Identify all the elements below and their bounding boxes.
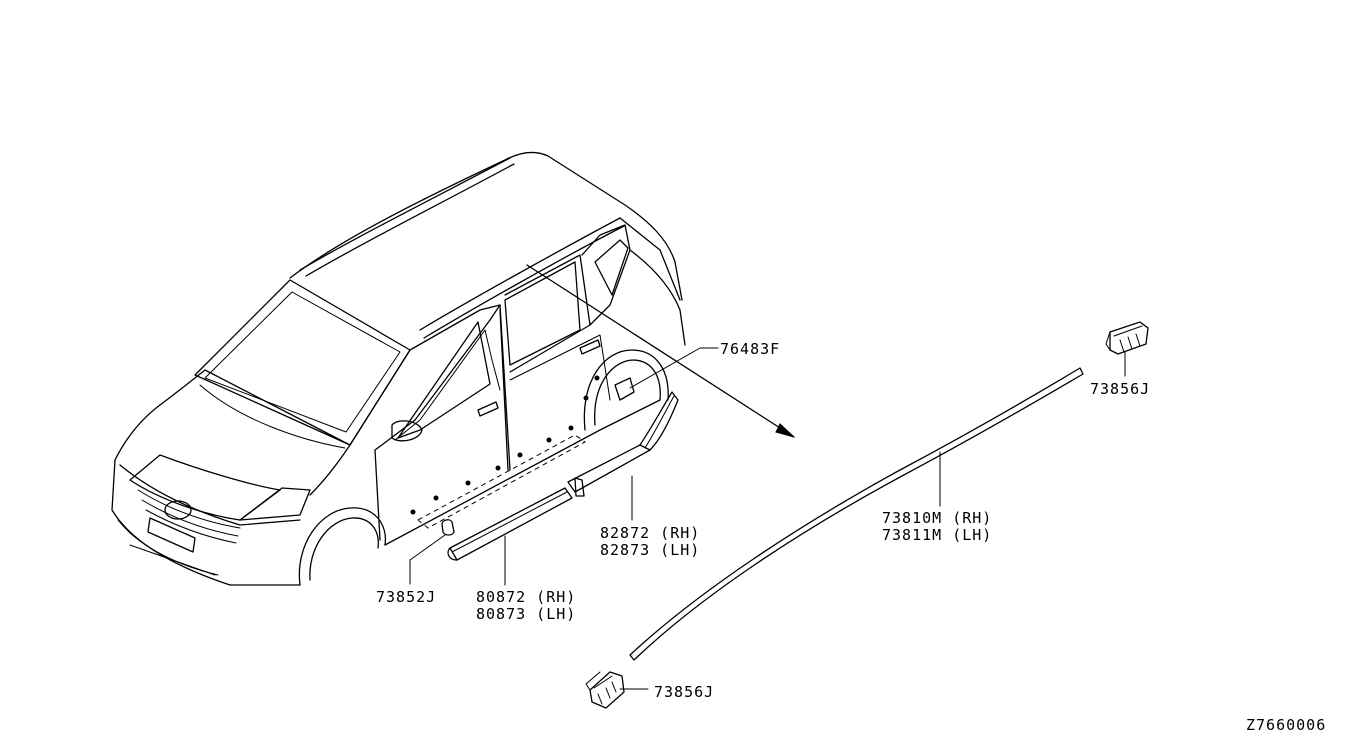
label-82872-rh: 82872 (RH) xyxy=(600,524,700,542)
label-82873-lh: 82873 (LH) xyxy=(600,541,700,559)
label-73811M-lh: 73811M (LH) xyxy=(882,526,992,544)
label-73810M-rh: 73810M (RH) xyxy=(882,509,992,527)
leader-lines xyxy=(409,264,1126,690)
clip-73856J-lower[interactable] xyxy=(585,671,625,709)
label-73856J-upper: 73856J xyxy=(1090,380,1150,398)
rear-door-molding[interactable] xyxy=(567,391,679,497)
label-73856J-lower: 73856J xyxy=(654,683,714,701)
roof-molding[interactable] xyxy=(629,367,1084,661)
label-80872-rh: 80872 (RH) xyxy=(476,588,576,606)
part-labels: 76483F 73856J 73810M (RH) 73811M (LH) 82… xyxy=(376,340,1326,734)
diagram-code: Z7660006 xyxy=(1246,716,1326,734)
front-door-molding[interactable] xyxy=(447,487,573,561)
label-76483F: 76483F xyxy=(720,340,780,358)
label-80873-lh: 80873 (LH) xyxy=(476,605,576,623)
label-73852J: 73852J xyxy=(376,588,436,606)
clip-73852J[interactable] xyxy=(441,519,455,536)
vehicle-illustration xyxy=(111,151,686,586)
clip-73856J-upper[interactable] xyxy=(1105,321,1149,355)
